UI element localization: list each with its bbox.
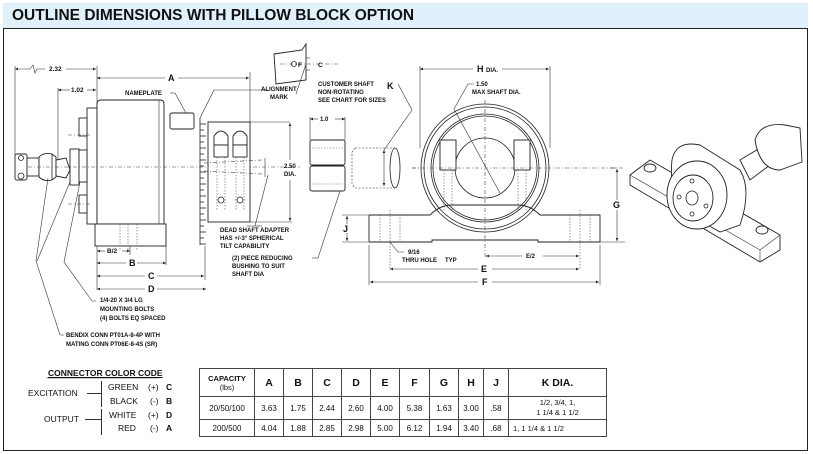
alignment-F-symbol: F <box>298 62 302 69</box>
dim-2-50: 2.50 <box>284 164 296 170</box>
cell-C: 2.85 <box>312 419 342 437</box>
nameplate-label: NAMEPLATE <box>125 91 162 97</box>
dim-2-32: 2.32 <box>49 66 62 73</box>
connector-color-code: CONNECTOR COLOR CODE EXCITATION OUTPUT G… <box>28 368 173 435</box>
alignment-mark-note: ALIGNMENT MARK <box>261 87 298 101</box>
col-J: J <box>483 368 509 397</box>
bushing-note: (2) PIECE REDUCING BUSHING TO SUIT SHAFT… <box>232 256 294 278</box>
cell-G: 1.94 <box>429 419 459 437</box>
alignment-mark-detail: F C ALIGNMENT MARK <box>261 42 340 101</box>
col-B: B <box>283 368 313 397</box>
cell-K: 1, 1 1/4 & 1 1/2 <box>508 419 607 437</box>
dimensions-table: CAPACITY(lbs) A B C D E F G H J K DIA. 2… <box>199 368 607 437</box>
dim-E: E <box>481 264 487 274</box>
dim-B-half: B/2 <box>107 248 118 255</box>
pillow-block-isometric-view <box>610 124 803 263</box>
dim-F: F <box>482 277 488 287</box>
dim-C: C <box>148 271 155 281</box>
cell-H: 3.40 <box>458 419 484 437</box>
dim-D: D <box>148 284 155 294</box>
col-D: D <box>341 368 371 397</box>
dim-E-half: E/2 <box>526 254 536 260</box>
dim-A: A <box>168 73 175 83</box>
group-output: OUTPUT <box>44 414 79 424</box>
cell-capacity: 200/500 <box>199 419 255 437</box>
cell-K: 1/2, 3/4, 1,1 1/4 & 1 1/2 <box>508 396 607 420</box>
cell-capacity: 20/50/100 <box>199 396 255 420</box>
group-excitation: EXCITATION <box>28 388 78 398</box>
color-code-title: CONNECTOR COLOR CODE <box>48 368 163 378</box>
cell-J: .58 <box>483 396 509 420</box>
load-cell-side-view: 2.32 1.02 A <box>14 64 300 348</box>
col-A: A <box>254 368 284 397</box>
cell-J: .68 <box>483 419 509 437</box>
cell-H: 3.00 <box>458 396 484 420</box>
col-C: C <box>312 368 342 397</box>
cell-E: 4.00 <box>370 396 400 420</box>
cell-F: 5.38 <box>399 396 430 420</box>
bendix-connector-note: BENDIX CONN PT01A-8-4P WITH MATING CONN … <box>66 333 162 348</box>
pillow-block-front-view: H DIA. 1.50 MAX SHAFT DIA. <box>342 64 625 287</box>
cell-D: 2.60 <box>341 396 371 420</box>
table-row: 20/50/100 3.63 1.75 2.44 2.60 4.00 5.38 … <box>199 396 607 420</box>
cell-F: 6.12 <box>399 419 430 437</box>
cell-E: 5.00 <box>370 419 400 437</box>
divider <box>101 409 102 435</box>
cell-B: 1.75 <box>283 396 313 420</box>
bushing-and-shaft: 1.0 K CUSTOMER SHAFT NON-ROTATING SEE CH… <box>309 81 420 259</box>
divider <box>85 419 101 420</box>
max-shaft-note: 1.50 MAX SHAFT DIA. <box>472 82 521 96</box>
cell-D: 2.98 <box>341 419 371 437</box>
col-G: G <box>429 368 459 397</box>
cell-B: 1.88 <box>283 419 313 437</box>
section-header: OUTLINE DIMENSIONS WITH PILLOW BLOCK OPT… <box>3 3 808 29</box>
dim-H-dia: DIA. <box>486 68 498 74</box>
dim-G: G <box>613 200 620 210</box>
dim-J: J <box>343 224 348 234</box>
mounting-bolts-note: 1/4-20 X 3/4 LG MOUNTING BOLTS (4) BOLTS… <box>100 298 166 322</box>
table-header-row: CAPACITY(lbs) A B C D E F G H J K DIA. <box>199 368 607 397</box>
divider <box>87 393 101 394</box>
col-capacity: CAPACITY(lbs) <box>199 368 255 397</box>
customer-shaft-note: CUSTOMER SHAFT NON-ROTATING SEE CHART FO… <box>318 82 386 104</box>
dim-1-02: 1.02 <box>71 87 84 94</box>
cell-C: 2.44 <box>312 396 342 420</box>
col-K-dia: K DIA. <box>508 368 607 397</box>
cell-G: 1.63 <box>429 396 459 420</box>
alignment-scale <box>199 118 206 245</box>
col-H: H <box>458 368 484 397</box>
col-F: F <box>399 368 430 397</box>
dim-2-50-dia: DIA. <box>284 172 296 178</box>
dim-1-0: 1.0 <box>320 117 329 123</box>
thru-hole-note: 9/16 THRU HOLE TYP <box>402 250 457 264</box>
dim-H: H <box>477 64 484 74</box>
dim-B: B <box>129 258 136 268</box>
col-E: E <box>370 368 400 397</box>
dim-K: K <box>387 81 394 91</box>
alignment-C-symbol: C <box>318 62 323 69</box>
cell-A: 3.63 <box>254 396 284 420</box>
section-title: OUTLINE DIMENSIONS WITH PILLOW BLOCK OPT… <box>12 7 415 24</box>
divider <box>101 381 102 407</box>
cell-A: 4.04 <box>254 419 284 437</box>
dead-shaft-adapter-note: DEAD SHAFT ADAPTER HAS +/-3° SPHERICAL T… <box>220 228 291 250</box>
table-row: 200/500 4.04 1.88 2.85 2.98 5.00 6.12 1.… <box>199 419 607 437</box>
